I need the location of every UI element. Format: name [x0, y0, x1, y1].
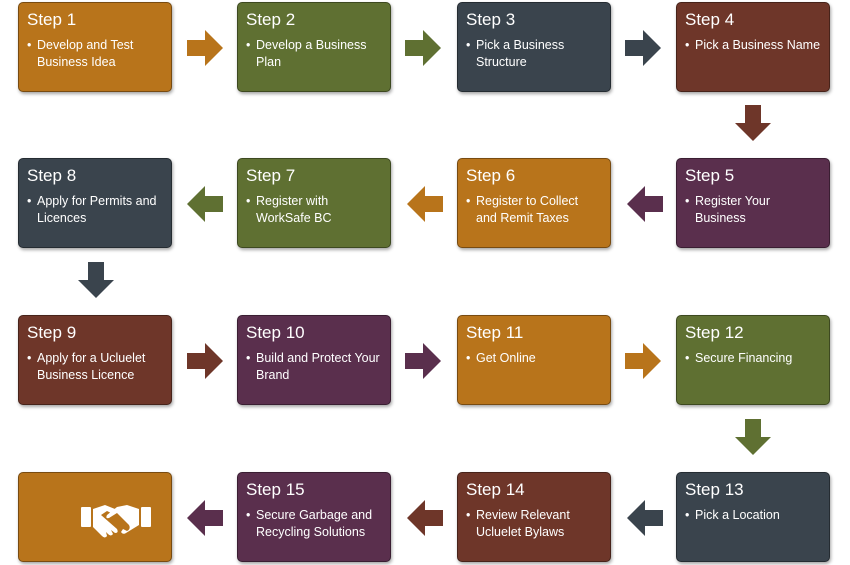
- step-11-box: Step 11 • Get Online: [457, 315, 611, 405]
- step-title: Step 14: [466, 480, 525, 499]
- step-title: Step 1: [27, 10, 77, 29]
- bullet-dot: •: [27, 38, 32, 52]
- step-title: Step 2: [246, 10, 296, 29]
- bullet-dot: •: [246, 351, 251, 365]
- bullet-dot: •: [685, 38, 690, 52]
- step-8-box: Step 8 • Apply for Permits and Licences: [18, 158, 172, 248]
- step-title: Step 12: [685, 323, 744, 342]
- step-5-box: Step 5 • Register Your Business: [676, 158, 830, 248]
- step-text: Secure Financing: [695, 351, 793, 365]
- bullet-dot: •: [466, 194, 471, 208]
- step-6-box: Step 6 • Register to Collect and Remit Ta…: [457, 158, 611, 248]
- step-title: Step 9: [27, 323, 77, 342]
- step-15-box: Step 15 • Secure Garbage and Recycling So…: [237, 472, 391, 562]
- arrow-right-icon: [405, 30, 441, 66]
- step-text: Register Your Business: [695, 194, 771, 225]
- arrow-left-icon: [627, 500, 663, 536]
- step-text: Build and Protect Your Brand: [256, 351, 380, 382]
- step-14-box: Step 14 • Review Relevant Ucluelet Bylaws: [457, 472, 611, 562]
- arrow-left-icon: [407, 500, 443, 536]
- bullet-dot: •: [685, 194, 690, 208]
- bullet-dot: •: [466, 351, 471, 365]
- step-text: Register to Collect and Remit Taxes: [476, 194, 579, 225]
- bullet-dot: •: [466, 508, 471, 522]
- step-title: Step 6: [466, 166, 516, 185]
- step-10-box: Step 10 • Build and Protect Your Brand: [237, 315, 391, 405]
- arrow-right-icon: [625, 30, 661, 66]
- step-text: Apply for Permits and Licences: [37, 194, 157, 225]
- step-text: Develop a Business Plan: [256, 38, 367, 69]
- step-text: Register with WorkSafe BC: [256, 194, 332, 225]
- step-7-box: Step 7 • Register with WorkSafe BC: [237, 158, 391, 248]
- arrow-right-icon: [405, 343, 441, 379]
- bullet-dot: •: [246, 508, 251, 522]
- bullet-dot: •: [685, 351, 690, 365]
- step-text: Pick a Location: [695, 508, 780, 522]
- step-text: Pick a Business Name: [695, 38, 821, 52]
- bullet-dot: •: [27, 194, 32, 208]
- arrow-left-icon: [187, 186, 223, 222]
- arrow-down-icon: [735, 419, 771, 455]
- arrow-right-icon: [187, 343, 223, 379]
- step-text: Pick a Business Structure: [476, 38, 565, 69]
- step-title: Step 11: [466, 323, 524, 342]
- handshake-icon: [81, 505, 151, 538]
- step-text: Develop and Test Business Idea: [37, 38, 134, 69]
- arrow-right-icon: [187, 30, 223, 66]
- bullet-dot: •: [246, 194, 251, 208]
- step-title: Step 3: [466, 10, 516, 29]
- bullet-dot: •: [246, 38, 251, 52]
- step-text: Get Online: [476, 351, 536, 365]
- bullet-dot: •: [27, 351, 32, 365]
- step-3-box: Step 3 • Pick a Business Structure: [457, 2, 611, 92]
- step-1-box: Step 1 • Develop and Test Business Idea: [18, 2, 172, 92]
- arrow-right-icon: [625, 343, 661, 379]
- step-12-box: Step 12 • Secure Financing: [676, 315, 830, 405]
- bullet-dot: •: [685, 508, 690, 522]
- step-title: Step 7: [246, 166, 296, 185]
- step-text: Review Relevant Ucluelet Bylaws: [476, 508, 570, 539]
- final-handshake-box: [18, 472, 172, 562]
- step-13-box: Step 13 • Pick a Location: [676, 472, 830, 562]
- arrow-left-icon: [187, 500, 223, 536]
- step-title: Step 10: [246, 323, 305, 342]
- arrow-down-icon: [735, 105, 771, 141]
- step-title: Step 8: [27, 166, 77, 185]
- step-4-box: Step 4 • Pick a Business Name: [676, 2, 830, 92]
- arrow-left-icon: [407, 186, 443, 222]
- step-title: Step 15: [246, 480, 305, 499]
- step-9-box: Step 9 • Apply for a Ucluelet Business Li…: [18, 315, 172, 405]
- bullet-dot: •: [466, 38, 471, 52]
- step-text: Apply for a Ucluelet Business Licence: [37, 351, 146, 382]
- step-title: Step 5: [685, 166, 735, 185]
- arrow-down-icon: [78, 262, 114, 298]
- step-text: Secure Garbage and Recycling Solutions: [256, 508, 373, 539]
- step-title: Step 4: [685, 10, 735, 29]
- step-2-box: Step 2 • Develop a Business Plan: [237, 2, 391, 92]
- step-title: Step 13: [685, 480, 744, 499]
- arrow-left-icon: [627, 186, 663, 222]
